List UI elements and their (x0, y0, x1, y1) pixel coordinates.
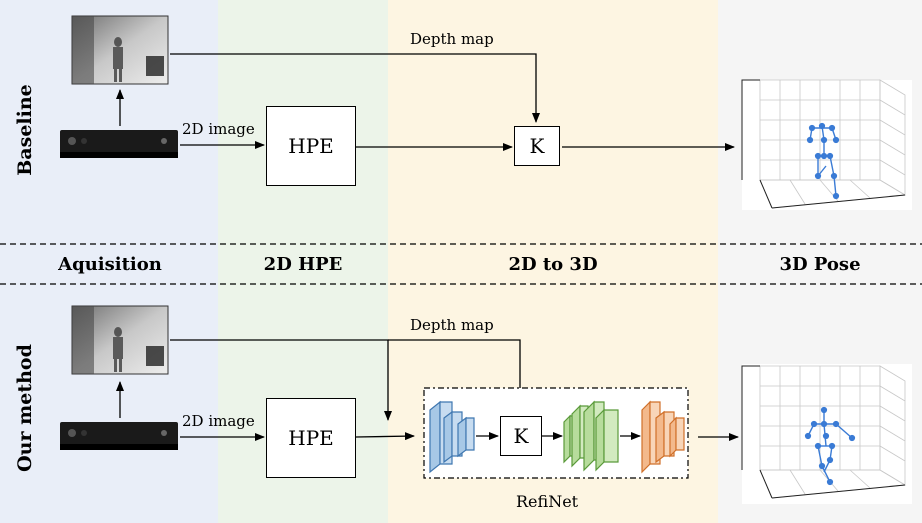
k-box-baseline: K (514, 126, 560, 166)
stage-2d-to-3d: 2D to 3D (508, 254, 598, 275)
kinect-sensor-baseline (60, 130, 178, 158)
hpe-box-ours: HPE (266, 398, 356, 478)
cnn-block-orange (641, 400, 685, 474)
pose-plot-baseline (741, 79, 912, 210)
stage-acquisition: Aquisition (58, 254, 162, 275)
hpe-box-baseline: HPE (266, 106, 356, 186)
refinet-label: RefiNet (516, 492, 579, 511)
stage-2d-hpe: 2D HPE (263, 254, 343, 275)
k-label: K (513, 424, 529, 448)
depth-map-label-baseline: Depth map (410, 30, 494, 48)
image-2d-label-ours: 2D image (182, 412, 255, 430)
k-box-ours: K (500, 416, 542, 456)
row-label-ours: Our method (14, 344, 36, 472)
depth-map-label-ours: Depth map (410, 316, 494, 334)
hpe-label: HPE (288, 426, 334, 450)
stage-3d-pose: 3D Pose (779, 254, 861, 275)
image-2d-label-baseline: 2D image (182, 120, 255, 138)
depth-image-baseline (71, 15, 169, 85)
pose-plot-ours (741, 364, 912, 504)
k-label: K (529, 134, 545, 158)
depth-image-ours (71, 305, 169, 375)
cnn-block-blue (429, 400, 475, 474)
hpe-label: HPE (288, 134, 334, 158)
row-label-baseline: Baseline (14, 84, 36, 176)
kinect-sensor-ours (60, 422, 178, 450)
cnn-block-green (563, 400, 619, 472)
